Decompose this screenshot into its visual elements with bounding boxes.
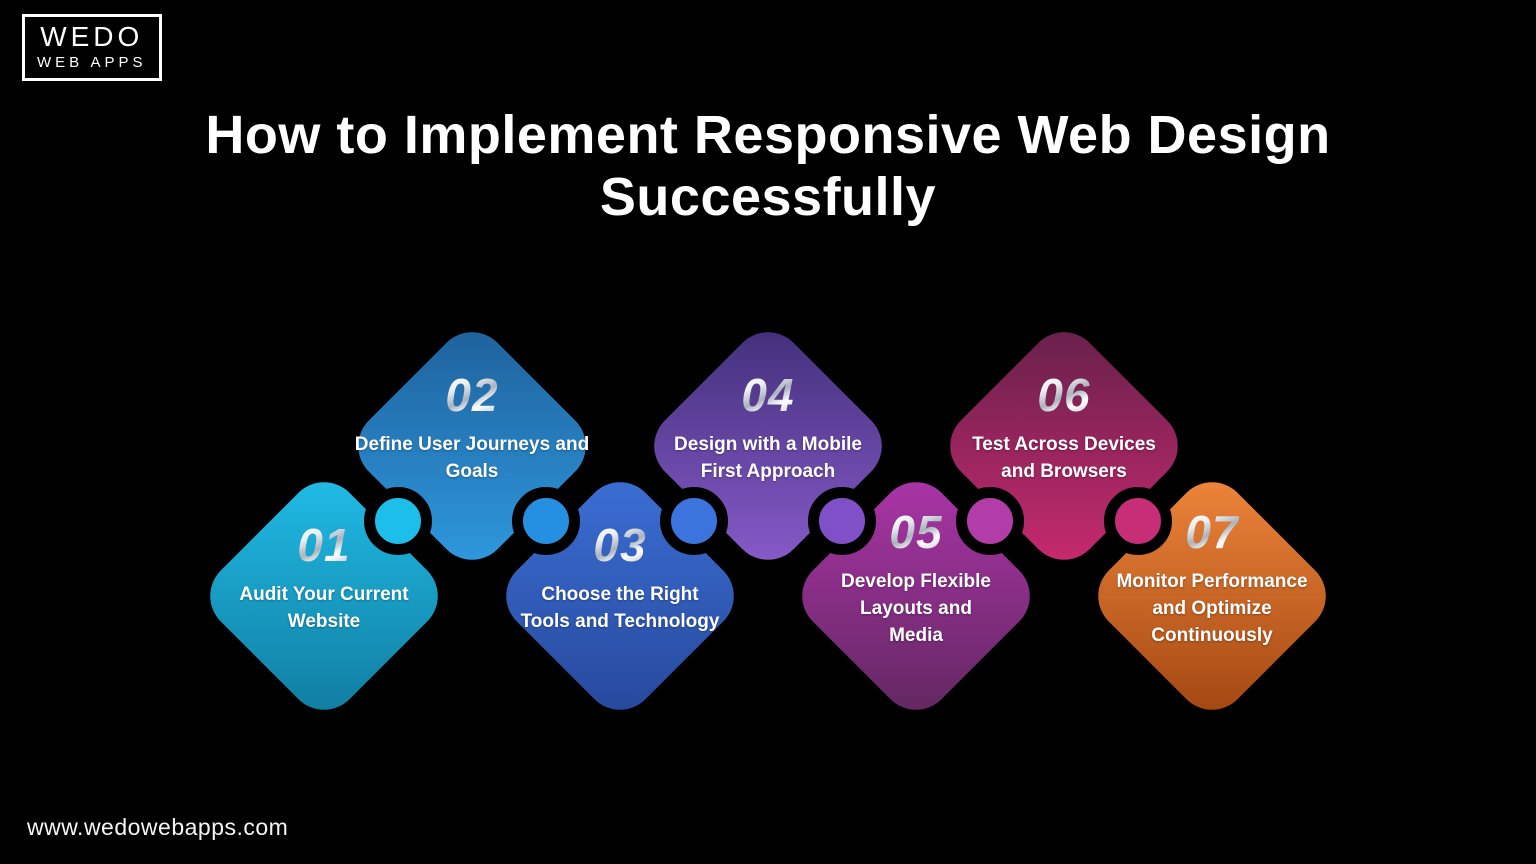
step-number-07: 07 bbox=[1185, 505, 1239, 558]
step-label-line: Website bbox=[287, 611, 361, 632]
step-label-line: Continuously bbox=[1151, 624, 1273, 646]
step-number-04: 04 bbox=[741, 369, 795, 421]
step-label-line: Audit Your Current bbox=[239, 584, 409, 605]
page-title-line-1: How to Implement Responsive Web Design bbox=[205, 105, 1331, 165]
step-number-06: 06 bbox=[1037, 369, 1091, 421]
step-label-07: Monitor Performance and Optimize Continu… bbox=[1116, 568, 1307, 649]
step-label-05: Develop Flexible Layouts and Media bbox=[841, 568, 991, 649]
step-label-line: Define User Journeys and bbox=[354, 434, 590, 455]
connector-circle-02-03 bbox=[512, 487, 580, 555]
website-url: www.wedowebapps.com bbox=[27, 814, 289, 840]
step-label-line: Media bbox=[889, 624, 943, 646]
connector-circle-04-05 bbox=[808, 487, 876, 555]
brand-name: WEDO bbox=[40, 21, 144, 52]
step-label-03: Choose the Right Tools and Technology bbox=[521, 581, 720, 635]
step-label-01: Audit Your Current Website bbox=[239, 581, 408, 635]
page-title: How to Implement Responsive Web Design S… bbox=[0, 104, 1536, 228]
step-label-line: Tools and Technology bbox=[520, 611, 720, 632]
connector-circle-05-06 bbox=[956, 487, 1024, 555]
step-label-line: Choose the Right bbox=[541, 584, 699, 605]
page-title-line-2: Successfully bbox=[599, 167, 937, 227]
step-label-line: Develop Flexible bbox=[841, 570, 991, 592]
connector-circle-01-02 bbox=[364, 487, 432, 555]
step-label-line: and Optimize bbox=[1152, 597, 1272, 619]
brand-subtitle: WEB APPS bbox=[37, 54, 147, 71]
connector-circle-06-07 bbox=[1104, 487, 1172, 555]
step-label-line: Test Across Devices bbox=[972, 434, 1156, 455]
step-label-line: Design with a Mobile bbox=[674, 434, 862, 455]
step-number-02: 02 bbox=[445, 369, 499, 421]
step-label-line: Monitor Performance bbox=[1116, 570, 1308, 592]
brand-logo: WEDO WEB APPS bbox=[22, 14, 162, 81]
connector-circle-03-04 bbox=[660, 487, 728, 555]
step-label-line: Layouts and bbox=[860, 597, 972, 619]
